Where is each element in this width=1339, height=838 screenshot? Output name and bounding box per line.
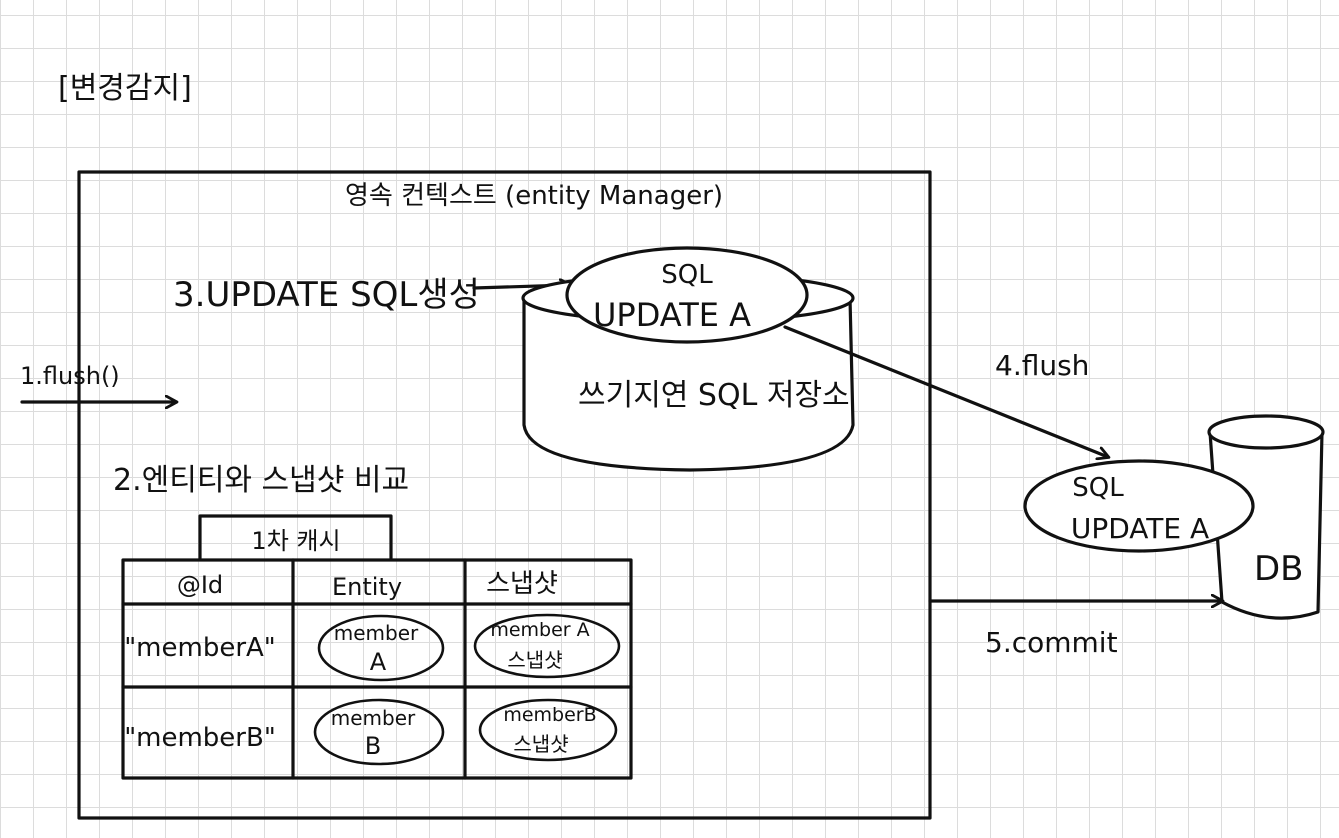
cache-row1-entity-line2: A bbox=[370, 648, 387, 676]
sql-store-item-line2: UPDATE A bbox=[593, 296, 751, 334]
step2-label: 2.엔티티와 스냅샷 비교 bbox=[113, 463, 409, 498]
cache-row1-id: "memberA" bbox=[124, 633, 276, 663]
cache-row2-entity-line2: B bbox=[365, 732, 381, 760]
cache-row2-snapshot bbox=[478, 698, 618, 762]
cache-header-entity: Entity bbox=[332, 573, 402, 601]
db-sql-item-line1: SQL bbox=[1072, 473, 1124, 503]
first-level-cache-table bbox=[121, 514, 633, 780]
cache-row1-snapshot bbox=[473, 613, 621, 679]
db-sql-item bbox=[1023, 459, 1255, 553]
cache-row2-snapshot-line2: 스냅샷 bbox=[513, 732, 568, 756]
cache-row2-snapshot-line1: memberB bbox=[503, 704, 596, 726]
sql-store-item-line1: SQL bbox=[661, 260, 713, 290]
step5-label: 5.commit bbox=[985, 626, 1118, 659]
sql-store-item bbox=[565, 246, 809, 344]
cache-header-snapshot: 스냅샷 bbox=[486, 569, 558, 599]
sql-store-label: 쓰기지연 SQL 저장소 bbox=[578, 378, 850, 413]
cache-title: 1차 캐시 bbox=[251, 527, 340, 555]
step1-label: 1.flush() bbox=[20, 362, 120, 390]
cache-header-id: @Id bbox=[177, 571, 223, 599]
db-label: DB bbox=[1254, 549, 1304, 589]
cache-row2-entity bbox=[313, 698, 445, 766]
step3-label: 3.UPDATE SQL생성 bbox=[173, 275, 480, 315]
cache-row1-entity bbox=[317, 614, 445, 682]
step4-label: 4.flush bbox=[995, 349, 1089, 382]
step4-arrow bbox=[783, 325, 1108, 457]
cache-row2-id: "memberB" bbox=[124, 723, 276, 753]
cache-row2-entity-line1: member bbox=[331, 706, 416, 730]
db-sql-item-line2: UPDATE A bbox=[1071, 512, 1209, 545]
cache-row1-snapshot-line1: member A bbox=[490, 619, 589, 641]
diagram-title: [변경감지] bbox=[58, 71, 192, 106]
cache-row1-snapshot-line2: 스냅샷 bbox=[507, 648, 562, 672]
db-cylinder bbox=[1207, 414, 1325, 620]
persistence-context-label: 영속 컨텍스트 (entity Manager) bbox=[345, 181, 723, 211]
persistence-context-box bbox=[77, 170, 932, 820]
cache-row1-entity-line1: member bbox=[334, 621, 419, 645]
